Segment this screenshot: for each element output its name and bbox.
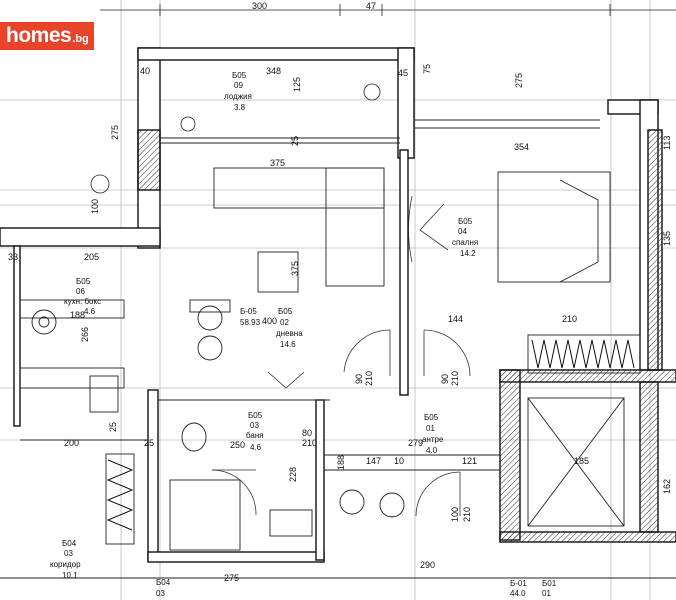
- logo-tld-text: .bg: [72, 33, 89, 45]
- bath-num: 03: [250, 421, 259, 430]
- dim-205: 205: [84, 252, 99, 262]
- dim-354: 354: [514, 142, 529, 152]
- dim-275: 275: [110, 125, 120, 140]
- dim-375v: 375: [290, 261, 300, 276]
- corridor-code: Б04: [62, 539, 77, 548]
- dim-210a: 210: [364, 371, 374, 386]
- dim-279: 279: [408, 438, 423, 448]
- dim-228: 228: [288, 467, 298, 482]
- dim-210c: 210: [302, 438, 317, 448]
- interior-lines: [0, 119, 676, 579]
- kitchen-num: 06: [76, 287, 85, 296]
- dim-144: 144: [448, 314, 463, 324]
- dim-210b: 210: [450, 371, 460, 386]
- bedroom-code: Б05: [458, 217, 473, 226]
- living-area: 14.6: [280, 340, 296, 349]
- corridor-num: 03: [64, 549, 73, 558]
- corridor-name: коридор: [50, 560, 81, 569]
- homes-logo[interactable]: homes .bg: [0, 22, 94, 50]
- dim-121: 121: [462, 456, 477, 466]
- dim-147: 147: [366, 456, 381, 466]
- dim-25a: 25: [290, 136, 300, 146]
- bath-code: Б05: [248, 411, 263, 420]
- loggia-num: 09: [234, 81, 243, 90]
- dim-290: 290: [420, 560, 435, 570]
- dim-40: 40: [140, 66, 150, 76]
- dim-125: 125: [292, 77, 302, 92]
- bottom-b01-area: 44.0: [510, 589, 526, 598]
- dim-188b: 188: [336, 455, 346, 470]
- hall-num: 01: [426, 424, 435, 433]
- kitchen-code: Б05: [76, 277, 91, 286]
- dim-45: 45: [398, 68, 408, 78]
- bottom-b04-code: Б04: [156, 578, 171, 587]
- dim-75: 75: [422, 64, 432, 74]
- dim-135: 135: [662, 231, 672, 246]
- kitchen-name: кухн. бокс: [64, 297, 101, 306]
- loggia-area: 3.8: [234, 103, 246, 112]
- dim-348: 348: [266, 66, 281, 76]
- dim-90a: 90: [354, 374, 364, 384]
- dim-47: 47: [366, 1, 376, 11]
- dim-25c: 25: [144, 438, 154, 448]
- bottom-b01b-num: 01: [542, 589, 551, 598]
- walls: [0, 47, 676, 563]
- dim-185: 185: [574, 456, 589, 466]
- dim-90b: 90: [440, 374, 450, 384]
- dim-210d: 210: [462, 507, 472, 522]
- dim-10: 10: [394, 456, 404, 466]
- dim-375: 375: [270, 158, 285, 168]
- living-code: Б05: [278, 307, 293, 316]
- dim-113: 113: [662, 136, 672, 150]
- north-markers: [90, 83, 381, 194]
- bath-area: 4.6: [250, 443, 262, 452]
- dim-266: 266: [80, 327, 90, 342]
- loggia-code: Б05: [232, 71, 247, 80]
- dim-200: 200: [64, 438, 79, 448]
- bath-name: баня: [246, 431, 264, 440]
- dim-300: 300: [252, 1, 267, 11]
- dim-33: 33: [8, 252, 18, 262]
- dim-400: 400: [262, 316, 277, 326]
- apartment-area: 58.93: [240, 318, 261, 327]
- hall-code: Б05: [424, 413, 439, 422]
- bedroom-num: 04: [458, 227, 467, 236]
- dim-210: 210: [562, 314, 577, 324]
- dim-188: 188: [70, 310, 85, 320]
- corridor-area: 10.1: [62, 571, 78, 580]
- door-swings: [211, 195, 471, 517]
- bedroom-name: спалня: [452, 238, 478, 247]
- dim-100b: 100: [450, 507, 460, 522]
- dim-275b: 275: [224, 573, 239, 583]
- dim-275-top: 275: [514, 73, 524, 88]
- logo-main-text: homes: [6, 24, 72, 47]
- hall-name: антре: [422, 435, 444, 444]
- apartment-code: Б-05: [240, 307, 257, 316]
- living-num: 02: [280, 318, 289, 327]
- dim-250: 250: [230, 440, 245, 450]
- dim-162: 162: [662, 479, 672, 494]
- hall-area: 4.0: [426, 446, 438, 455]
- bedroom-area: 14.2: [460, 249, 476, 258]
- bottom-b01b-code: Б01: [542, 579, 557, 588]
- bottom-b04-num: 03: [156, 589, 165, 598]
- kitchen-area: 4.6: [84, 307, 96, 316]
- dim-25b: 25: [108, 422, 118, 432]
- loggia-name: лоджия: [224, 92, 252, 101]
- bottom-b01-code: Б-01: [510, 579, 527, 588]
- top-dimension-line: [100, 4, 676, 16]
- dim-100: 100: [90, 199, 100, 214]
- dim-80: 80: [302, 428, 312, 438]
- living-name: дневна: [276, 329, 303, 338]
- wardrobe-marks: [106, 339, 635, 531]
